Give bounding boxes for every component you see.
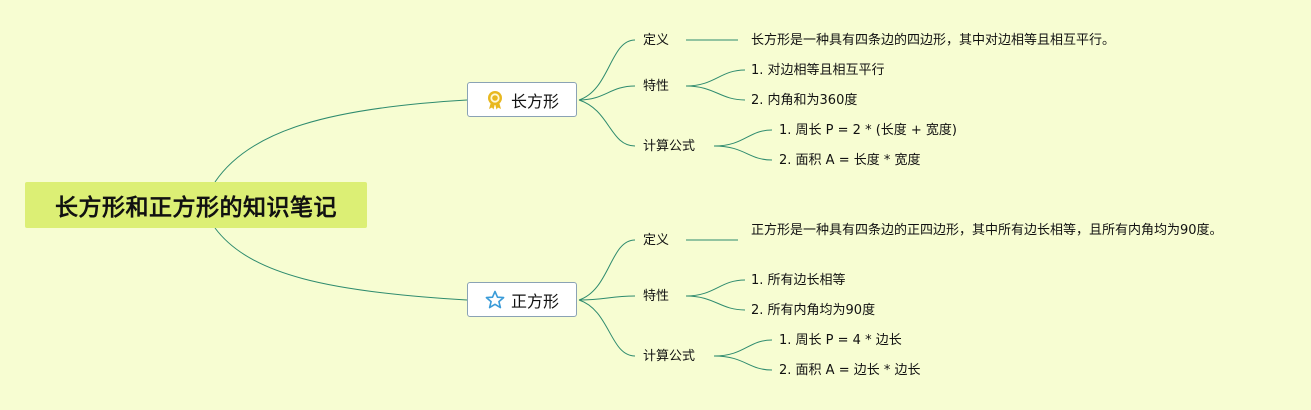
square-formula-1[interactable]: 1. 周长 P = 4 * 边长 <box>779 333 902 348</box>
rect-definition-label[interactable]: 定义 <box>643 33 670 48</box>
link-sq-form-1 <box>713 339 773 357</box>
rect-formula-1[interactable]: 1. 周长 P = 2 * (长度 + 宽度) <box>779 123 958 138</box>
square-property-1[interactable]: 1. 所有边长相等 <box>751 273 846 288</box>
link-rect-prop-2 <box>685 85 746 101</box>
square-definition-label[interactable]: 定义 <box>643 233 670 248</box>
award-ribbon-icon <box>485 90 505 110</box>
link-rect-form-1 <box>713 129 773 147</box>
root-topic[interactable]: 长方形和正方形的知识笔记 <box>25 182 367 228</box>
link-rect-form-2 <box>713 145 773 161</box>
link-rect-properties <box>578 85 636 101</box>
rect-formula-2[interactable]: 2. 面积 A = 长度 * 宽度 <box>779 153 921 168</box>
rect-definition-text[interactable]: 长方形是一种具有四条边的四边形，其中对边相等且相互平行。 <box>751 33 1116 48</box>
rect-property-2[interactable]: 2. 内角和为360度 <box>751 93 858 108</box>
square-formula-2[interactable]: 2. 面积 A = 边长 * 边长 <box>779 363 921 378</box>
link-root-square <box>214 227 468 301</box>
square-property-2[interactable]: 2. 所有内角均为90度 <box>751 303 876 318</box>
square-definition-text[interactable]: 正方形是一种具有四条边的正四边形，其中所有边长相等，且所有内角均为90度。 <box>751 223 1223 238</box>
link-rect-formulas <box>578 99 636 147</box>
link-sq-definition <box>578 239 636 301</box>
branch-square-label: 正方形 <box>510 291 559 311</box>
link-rect-definition <box>578 39 636 101</box>
rect-formulas-label[interactable]: 计算公式 <box>643 139 696 154</box>
link-sq-properties <box>578 295 636 301</box>
link-root-rectangle <box>214 99 468 183</box>
star-icon <box>485 290 505 310</box>
link-sq-form-2 <box>713 355 773 371</box>
rect-properties-label[interactable]: 特性 <box>643 79 670 94</box>
link-rect-prop-1 <box>685 69 746 87</box>
branch-rectangle[interactable]: 长方形 <box>467 82 577 117</box>
link-sq-formulas <box>578 299 636 357</box>
link-sq-prop-2 <box>685 295 746 311</box>
link-sq-prop-1 <box>685 279 746 297</box>
root-title: 长方形和正方形的知识笔记 <box>55 195 337 221</box>
rect-property-1[interactable]: 1. 对边相等且相互平行 <box>751 63 885 78</box>
branch-rectangle-label: 长方形 <box>510 91 559 111</box>
square-formulas-label[interactable]: 计算公式 <box>643 349 696 364</box>
square-properties-label[interactable]: 特性 <box>643 289 670 304</box>
branch-square[interactable]: 正方形 <box>467 282 577 317</box>
